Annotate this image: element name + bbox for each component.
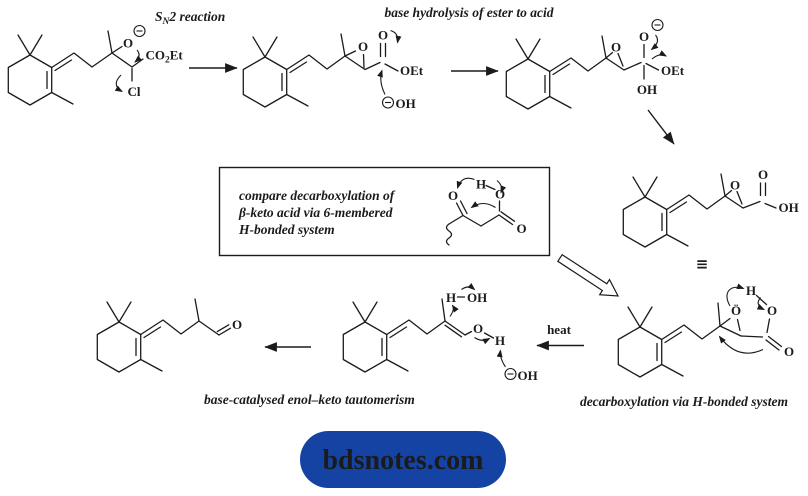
minus-charge-icon	[651, 18, 664, 32]
oh-label: OH	[637, 82, 657, 97]
heat-label: heat	[547, 322, 572, 337]
note-line-3: H-bonded system	[238, 222, 335, 237]
curved-arrow-o-attack	[134, 49, 142, 63]
epoxide-o-label: O	[358, 39, 368, 54]
h-label: H	[746, 283, 756, 298]
curved-arrow-enol-oh	[474, 337, 491, 345]
structure-enol: O H H OH OH	[342, 282, 538, 383]
enol-h-label: H	[495, 333, 505, 348]
oet-label: OEt	[400, 63, 424, 78]
curved-arrow-decarboxylation	[470, 201, 496, 209]
structure-h-bonded-acid: Ö H O O	[617, 283, 794, 378]
ketone-o-label: O	[448, 188, 458, 203]
acid-o-label: O	[767, 303, 777, 318]
structure-epoxy-ester: O O OEt OH	[242, 28, 424, 111]
h-label: H	[476, 177, 486, 192]
carbonyl-o-label: O	[784, 344, 794, 359]
epoxide-o-label: O	[611, 40, 621, 55]
base-hydrolysis-caption: base hydrolysis of ester to acid	[384, 5, 553, 20]
acid-o-label: O	[495, 187, 505, 202]
curved-arrow-hydroxide-attack	[377, 69, 386, 95]
curved-arrow-cl-leaving	[114, 74, 123, 93]
chlorine-label: Cl	[128, 84, 141, 99]
water-h-label: H	[446, 290, 456, 305]
structure-epoxy-acid: O O OH	[622, 167, 799, 248]
minus-charge-icon	[504, 367, 517, 381]
carbonyl-o-label: O	[758, 167, 768, 182]
tautomerism-caption: base-catalysed enol–keto tautomerism	[204, 392, 415, 407]
equivalence-symbol: ≡	[696, 255, 709, 273]
curved-arrow-c-to-h	[449, 304, 459, 317]
carbonyl-o-label: O	[232, 317, 242, 332]
oet-label: OEt	[661, 63, 685, 78]
minus-charge-icon	[381, 96, 395, 109]
decarboxylation-caption: decarboxylation via H-bonded system	[580, 394, 788, 409]
reaction-arrow-3-diagonal	[647, 109, 675, 145]
water-oh-label: OH	[467, 290, 487, 305]
curved-arrow-o-to-h	[726, 283, 745, 307]
curved-arrow-oh-bond	[756, 297, 765, 310]
structure-tetrahedral-intermediate: O O OEt OH	[505, 18, 685, 110]
bdsnotes-logo[interactable]: bdsnotes.com	[300, 431, 506, 488]
curved-arrow-carbonyl	[390, 29, 402, 44]
epoxide-o-label: Ö	[731, 303, 741, 318]
alkoxide-o-label: O	[639, 29, 649, 44]
ester-group-label: CO2Et	[146, 48, 184, 66]
structure-aldehyde: O	[96, 298, 242, 373]
curved-arrow-cc-cleavage	[718, 335, 764, 354]
structure-beta-keto-model: O H O O	[445, 177, 527, 246]
epoxide-o-label: O	[730, 178, 740, 193]
sn2-caption: SN2 reaction	[155, 9, 225, 27]
hollow-equivalence-arrow	[556, 253, 620, 297]
curved-arrow-oet-leaving	[651, 50, 667, 60]
hydroxide-label: OH	[518, 368, 538, 383]
carbonyl-o-label: O	[516, 221, 526, 236]
curved-arrow-reform-carbonyl	[650, 34, 659, 51]
oh-label: OH	[779, 200, 799, 215]
logo-pill[interactable]	[300, 431, 506, 488]
structure-chloro-ester: O CO2Et Cl	[7, 24, 184, 106]
note-box: compare decarboxylation of β-keto acid v…	[218, 166, 551, 257]
curved-arrow-oh-bond	[496, 180, 507, 194]
enol-o-label: O	[473, 321, 483, 336]
minus-charge-icon	[133, 24, 146, 38]
note-line-2: β-keto acid via 6-membered	[238, 205, 393, 220]
curved-arrow-water-oh	[461, 282, 476, 291]
carbonyl-o-label: O	[378, 28, 388, 43]
curved-arrow-h-transfer	[456, 177, 475, 190]
hydroxide-label: OH	[396, 96, 416, 111]
logo-text: bdsnotes.com	[322, 445, 483, 476]
curved-arrow-base-deprotonation	[496, 349, 506, 368]
note-line-1: compare decarboxylation of	[239, 188, 396, 203]
alkoxide-o-label: O	[123, 36, 133, 51]
